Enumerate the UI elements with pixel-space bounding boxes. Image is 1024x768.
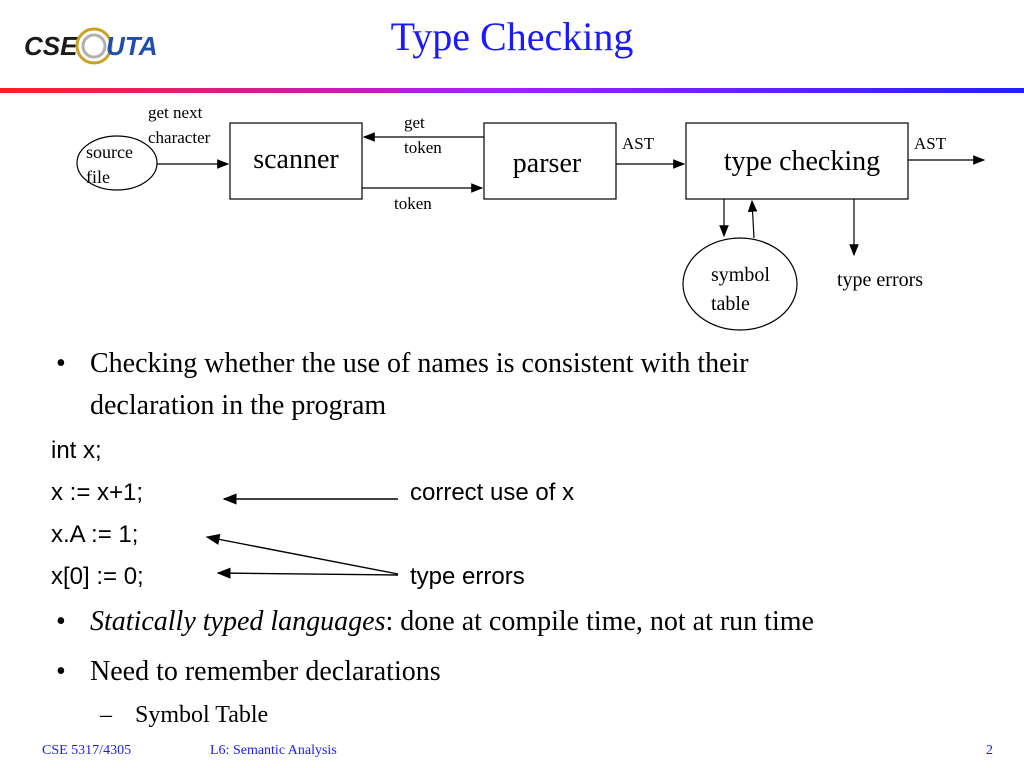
get-next-label-2: character [148,128,211,147]
scanner-box [229,122,363,200]
bullet-1: • Checking whether the use of names is c… [0,343,1024,427]
sub-bullet-dash: – [100,702,112,728]
symbol-table-label-2: table [711,293,750,315]
code-line-3: x.A := 1; [51,521,139,548]
code-line-1: int x; [51,437,102,464]
type-checking-label: type checking [724,146,880,177]
scanner-label: scanner [253,144,339,175]
ast-label-1: AST [622,134,655,153]
bullet-marker: • [56,606,66,637]
compiler-pipeline-diagram: source file get next character scanner g… [76,103,986,331]
bullet-2-rest: : done at compile time, not at run time [385,606,814,637]
footer-course: CSE 5317/4305 [42,743,132,758]
source-file-label-2: file [86,167,110,187]
bullet-2-text: Statically typed languages: done at comp… [90,601,1010,643]
bullet-marker: • [56,348,66,379]
cse-uta-logo: CSE UTA [24,27,158,65]
symbol-table-node [682,237,798,331]
get-token-label-2: token [404,138,442,157]
type-errors-label: type errors [837,269,923,291]
bullet-3-text: Need to remember declarations [90,656,441,687]
code-line-4: x[0] := 0; [51,563,144,590]
svg-text:UTA: UTA [106,31,158,61]
header-rule [0,88,1024,93]
bullet-1-line-2: declaration in the program [90,390,387,421]
token-label: token [394,194,432,213]
arrow-error-xa [205,533,399,575]
annotation-arrows [205,493,399,579]
ast-label-2: AST [914,134,947,153]
parser-box [483,122,617,200]
footer-page-number: 2 [986,743,993,758]
arrow-symtab-to-typecheck [747,199,758,239]
sub-bullet-symbol-table: Symbol Table [135,702,269,728]
get-token-label-1: get [404,113,425,132]
get-next-label-1: get next [148,103,203,122]
bullet-2: • Statically typed languages: done at co… [0,601,1024,643]
svg-text:CSE: CSE [24,31,78,61]
type-checking-box [685,122,909,200]
annotation-correct: correct use of x [410,479,575,506]
bullet-marker: • [56,656,66,687]
slide-title: Type Checking [390,14,634,59]
symbol-table-label-1: symbol [711,264,770,286]
source-file-label-1: source [86,142,133,162]
bullet-1-line-1: Checking whether the use of names is con… [90,348,749,379]
bullet-3: • Need to remember declarations [0,651,1024,693]
bullet-2-italic: Statically typed languages [90,606,386,637]
footer-lecture: L6: Semantic Analysis [210,743,337,758]
annotation-type-errors: type errors [410,563,525,590]
source-file-node [76,135,158,191]
arrow-error-x0 [216,567,399,579]
parser-label: parser [513,148,582,179]
code-line-2: x := x+1; [51,479,144,506]
